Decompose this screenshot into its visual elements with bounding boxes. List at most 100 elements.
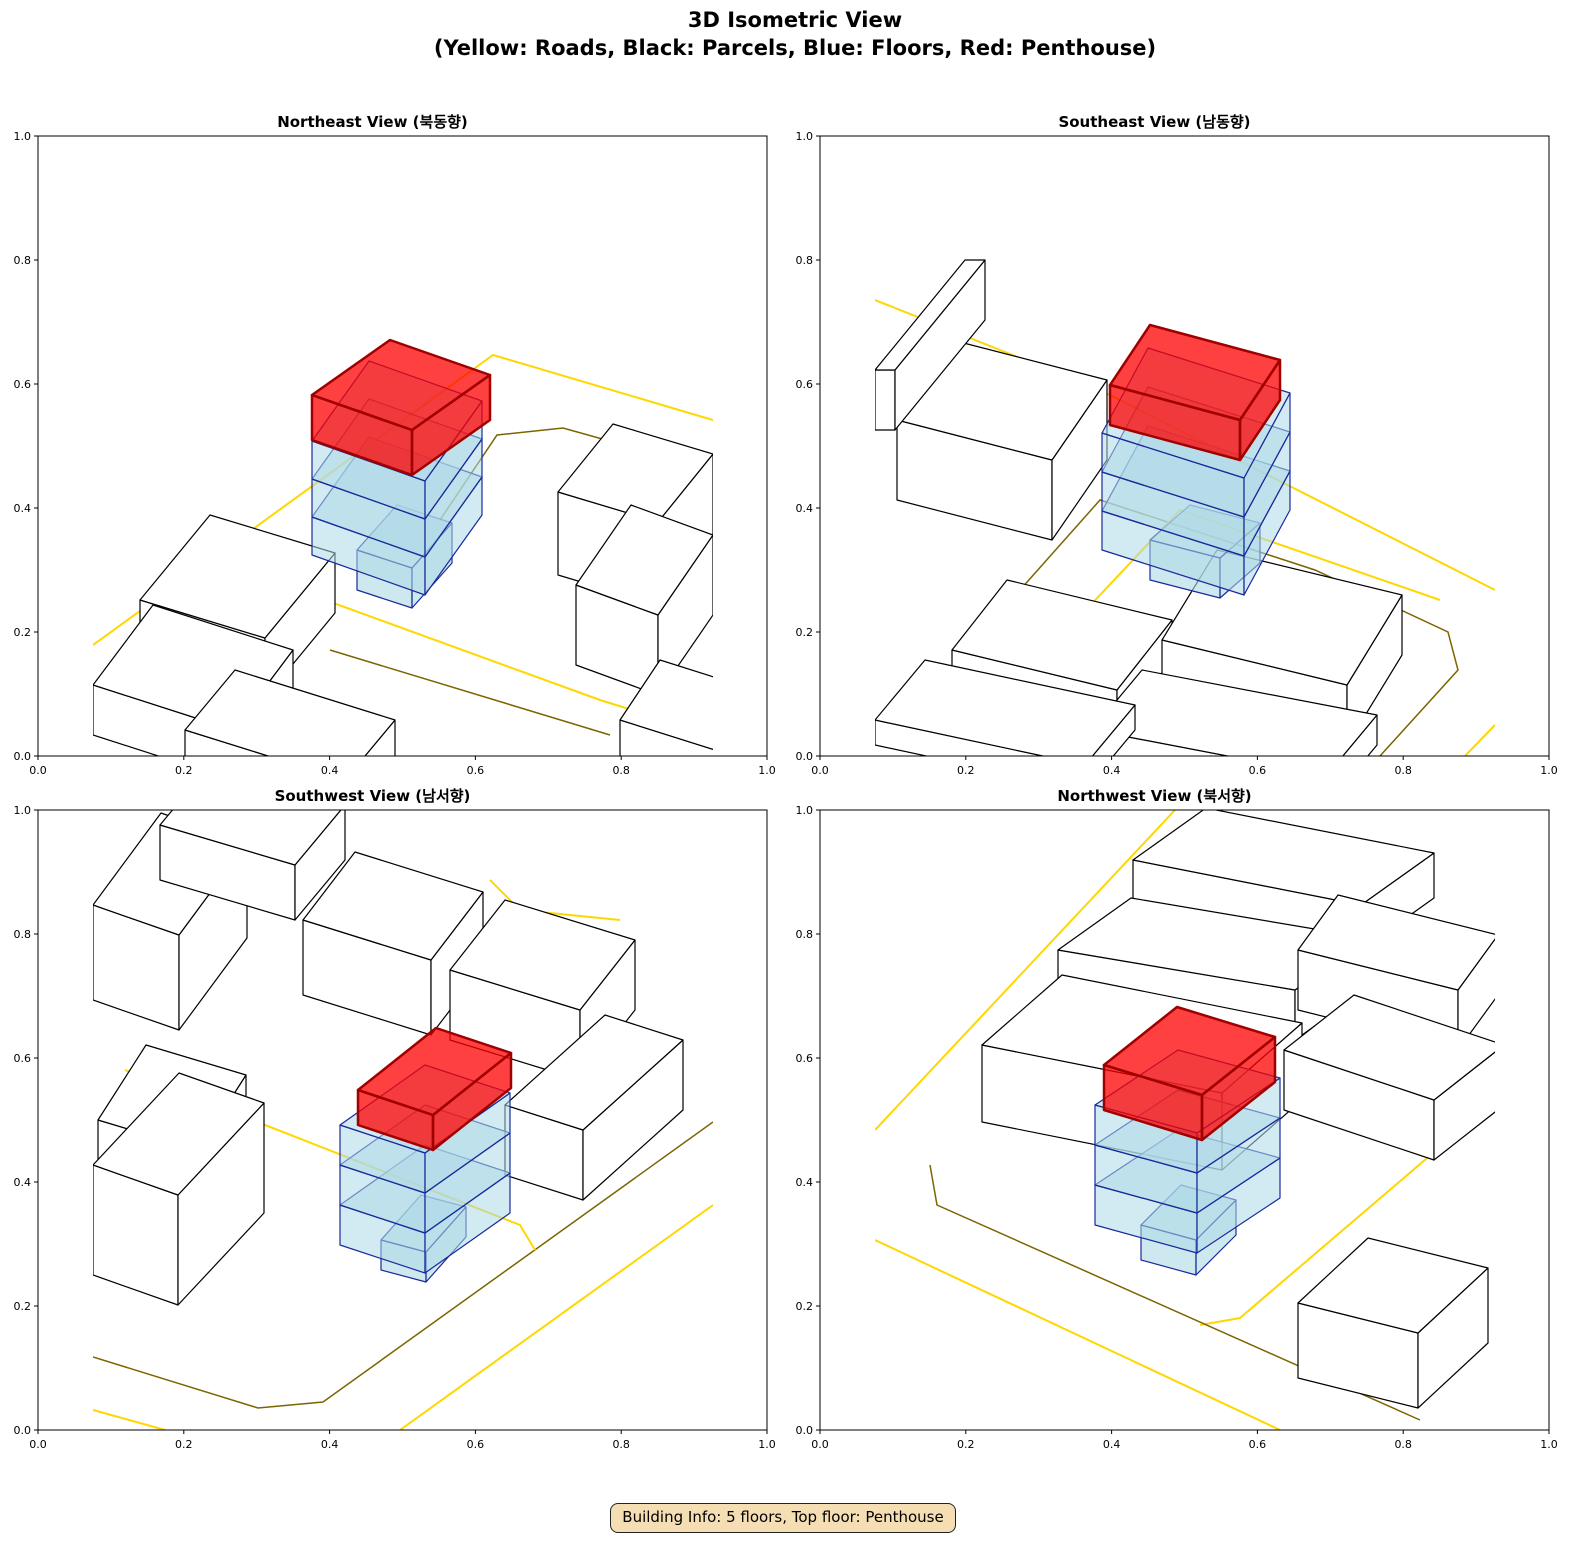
y-tick-label: 0.4 (14, 1176, 32, 1189)
y-tick-label: 0.8 (796, 254, 814, 267)
parcel-box-face (504, 1014, 684, 1131)
x-tick-label: 0.8 (1394, 764, 1412, 777)
subplot-title: Southeast View (남동향) (1058, 113, 1250, 131)
road-line (93, 1121, 713, 1409)
x-tick-label: 0.6 (467, 1438, 485, 1451)
y-tick-label: 0.0 (14, 1424, 32, 1437)
parcel-box (1283, 994, 1495, 1161)
y-tick-label: 0.6 (796, 378, 814, 391)
figure-title-line1: 3D Isometric View (687, 8, 903, 32)
x-tick-label: 0.2 (957, 1438, 975, 1451)
parcel-box-face (184, 669, 396, 756)
subplot-title: Northwest View (북서향) (1057, 787, 1251, 805)
y-tick-label: 0.6 (14, 1052, 32, 1065)
y-tick-label: 1.0 (14, 804, 32, 817)
y-tick-label: 0.0 (796, 750, 814, 763)
y-tick-label: 0.4 (796, 502, 814, 515)
parcel-box (575, 504, 713, 696)
subplot-4: Northwest View (북서향) 0.0 0.2 0.4 0.6 0.8 1.0 0.… (796, 787, 1558, 1451)
penthouse-box (310, 338, 492, 477)
subplot-title: Southwest View (남서향) (275, 787, 471, 805)
scene-3d (93, 810, 713, 1430)
x-tick-label: 0.2 (175, 1438, 193, 1451)
x-tick-label: 0.4 (1103, 1438, 1121, 1451)
parcel-box (184, 669, 396, 756)
parcel-box (159, 810, 346, 921)
y-tick-label: 0.2 (14, 626, 32, 639)
parcel-box-face (1297, 894, 1495, 991)
axes-frame (37, 809, 768, 1431)
penthouse-box-face (356, 1026, 513, 1117)
parcel-box-face (294, 810, 346, 921)
y-tick-label: 1.0 (796, 130, 814, 143)
parcel-box-face (557, 423, 713, 523)
scene-3d (875, 259, 1495, 756)
penthouse-box-face (1102, 1005, 1277, 1097)
parcel-box-face (159, 810, 342, 866)
x-tick-label: 1.0 (1540, 764, 1558, 777)
road-line (875, 1239, 1281, 1430)
y-tick-label: 0.0 (796, 1424, 814, 1437)
road-line (93, 1409, 166, 1430)
x-tick-label: 1.0 (1540, 1438, 1558, 1451)
road-line (875, 810, 1176, 1131)
parcel-box-face (951, 579, 1173, 691)
x-tick-label: 0.8 (1394, 1438, 1412, 1451)
x-tick-label: 0.6 (1249, 1438, 1267, 1451)
parcel-box (1297, 1237, 1489, 1409)
parcel-box (504, 1014, 684, 1201)
x-tick-label: 0.4 (321, 1438, 339, 1451)
subplot-3: Southwest View (남서향) 0.0 0.2 0.4 0.6 0.8 1.0 0.… (14, 787, 776, 1451)
x-tick-label: 0.0 (29, 764, 47, 777)
penthouse-box (1108, 323, 1282, 462)
parcel-box (1091, 669, 1378, 756)
x-tick-label: 0.4 (1103, 764, 1121, 777)
road-line (1199, 1099, 1495, 1326)
x-tick-label: 0.4 (321, 764, 339, 777)
parcel-box-face (302, 851, 484, 961)
parcel-box-face (619, 719, 713, 756)
penthouse-box (1102, 1005, 1277, 1142)
y-tick-label: 0.0 (14, 750, 32, 763)
parcel-box (875, 659, 1136, 756)
penthouse-box-face (1108, 323, 1282, 422)
x-tick-label: 1.0 (758, 1438, 776, 1451)
y-tick-label: 1.0 (14, 130, 32, 143)
y-tick-label: 0.6 (796, 1052, 814, 1065)
y-tick-label: 0.4 (14, 502, 32, 515)
road-line (1464, 724, 1495, 756)
parcel-box-face (575, 504, 713, 616)
y-tick-label: 0.4 (796, 1176, 814, 1189)
x-tick-label: 0.0 (811, 764, 829, 777)
parcel-box-face (657, 534, 713, 696)
y-tick-label: 0.2 (796, 1300, 814, 1313)
parcel-box-face (1091, 669, 1378, 756)
y-tick-label: 1.0 (796, 804, 814, 817)
parcel-box-face (619, 659, 713, 750)
x-tick-label: 0.2 (175, 764, 193, 777)
road-line (399, 1204, 713, 1430)
penthouse-box (356, 1026, 513, 1152)
parcel-box-face (875, 659, 1136, 756)
parcel-box (875, 259, 986, 431)
axes-frame (819, 809, 1550, 1431)
parcel-box-face (93, 1072, 265, 1196)
parcel-box-face (449, 899, 636, 1011)
y-tick-label: 0.2 (796, 626, 814, 639)
y-tick-label: 0.6 (14, 378, 32, 391)
figure-title: 3D Isometric View (Yellow: Roads, Black:… (0, 6, 1590, 62)
x-tick-label: 0.2 (957, 764, 975, 777)
y-tick-label: 0.8 (14, 928, 32, 941)
road-line (329, 649, 611, 736)
parcel-box (896, 339, 1108, 541)
x-tick-label: 0.6 (467, 764, 485, 777)
y-tick-label: 0.8 (14, 254, 32, 267)
y-tick-label: 0.2 (14, 1300, 32, 1313)
scene-3d (875, 810, 1495, 1430)
parcel-box-face (1433, 1051, 1495, 1161)
x-tick-label: 0.0 (811, 1438, 829, 1451)
parcel-box-face (715, 690, 755, 800)
axes-frame (37, 135, 768, 757)
parcel-box-face (1132, 810, 1435, 906)
